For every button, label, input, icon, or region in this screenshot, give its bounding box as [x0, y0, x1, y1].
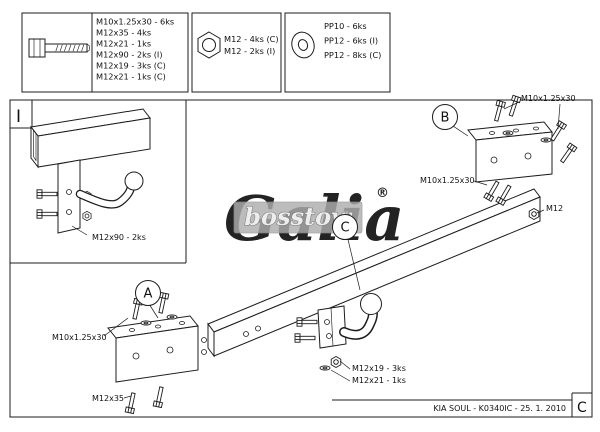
hardware-legend: M10x1.25x30 - 6ks M12x35 - 4ks M12x21 - …	[21, 12, 391, 93]
legend-bolts-box: M10x1.25x30 - 6ks M12x35 - 4ks M12x21 - …	[21, 12, 189, 93]
part-label-inset-bolts: M12x90 - 2ks	[92, 233, 146, 242]
part-label-bracket-a-bottom-bolts: M12x35	[92, 394, 124, 403]
bolt-icon	[491, 99, 506, 123]
part-label-bracket-b-side-bolts: M10x1.25x30	[420, 176, 475, 185]
callout-b: B	[432, 104, 469, 137]
callout-c: C	[332, 214, 361, 291]
leader-line	[473, 180, 488, 186]
part-label-bracket-b-top-bolts: M10x1.25x30	[521, 94, 576, 103]
leader-line	[536, 209, 545, 214]
leader-line	[503, 101, 520, 110]
bolt-icon	[294, 333, 316, 343]
title-block-text: KIA SOUL - K0340IC - 25. 1. 2010	[433, 404, 566, 413]
legend-bolt-line: M12x35 - 4ks	[96, 28, 151, 38]
callout-a-letter: A	[144, 287, 153, 302]
washer-icon	[502, 130, 514, 136]
sheet-border	[9, 99, 593, 418]
bolt-icon	[124, 391, 139, 415]
bolt-icon	[506, 94, 522, 118]
crossbar	[207, 188, 541, 358]
nut-icon	[197, 31, 221, 59]
legend-washer-line: PP12 - 8ks (C)	[324, 50, 381, 60]
washer-icon	[140, 320, 152, 326]
inset-bracket	[57, 159, 81, 234]
brand-overlay-band	[233, 201, 363, 234]
towball-icon	[360, 293, 382, 315]
bolt-icon	[152, 385, 167, 409]
legend-nuts-box: M12 - 4ks (C) M12 - 2ks (I)	[191, 12, 282, 93]
towball-icon	[124, 171, 144, 191]
legend-bolt-line: M10x1.25x30 - 6ks	[96, 17, 174, 27]
bolt-icon	[36, 209, 58, 219]
leader-line	[103, 317, 129, 337]
leader-line	[452, 125, 469, 137]
sheet-frame	[9, 99, 593, 418]
ball-bracket	[317, 305, 347, 349]
leader-line	[347, 239, 361, 291]
washer-icon	[166, 314, 178, 320]
nut-icon	[82, 210, 92, 222]
inset-detail	[30, 108, 151, 234]
part-label-ball-bolts-short: M12x21 - 1ks	[352, 376, 406, 385]
inset-crossbar	[30, 108, 151, 169]
bolt-icon	[36, 189, 58, 199]
towball	[339, 293, 382, 340]
washer-icon	[540, 137, 552, 143]
legend-bolt-line: M12x21 - 1ks	[96, 39, 151, 49]
leader-line	[330, 369, 351, 382]
section-marker-i: I	[16, 107, 21, 127]
callout-c-letter: C	[340, 221, 349, 236]
inset-towball	[75, 171, 144, 209]
leader-line	[149, 305, 159, 319]
bolt-icon	[28, 38, 90, 58]
legend-bolt-line: M12x90 - 2ks (I)	[96, 50, 163, 60]
leader-line	[71, 225, 88, 236]
section-marker-c: C	[577, 400, 587, 416]
callout-b-letter: B	[441, 111, 450, 126]
bolt-icon	[296, 317, 318, 327]
part-label-bracket-a-top-bolts: M10x1.25x30	[52, 333, 107, 342]
annotations: A B C M12x90 - 2ks M10x1.25x30 M10x1.25x…	[52, 94, 576, 403]
leader-line	[557, 103, 561, 130]
washer-icon	[291, 31, 315, 59]
legend-washer-line: PP10 - 6ks	[324, 21, 367, 31]
legend-bolt-line: M12x21 - 1ks (C)	[96, 72, 166, 82]
part-label-ball-bolts-long: M12x19 - 3ks	[352, 364, 406, 373]
main-assembly	[107, 94, 578, 415]
leader-line	[339, 360, 351, 370]
legend-washer-line: PP12 - 6ks (I)	[324, 36, 378, 46]
nut-icon	[330, 356, 342, 368]
leader-line	[123, 395, 132, 399]
part-label-bracket-b-nut: M12	[546, 204, 563, 213]
registered-mark: ®	[376, 186, 389, 201]
callout-a: A	[135, 280, 161, 319]
bracket-a	[107, 315, 207, 383]
legend-nut-line: M12 - 2ks (I)	[224, 46, 275, 56]
watermark: Galia ® bosstow	[223, 181, 405, 256]
bolt-icon	[558, 142, 578, 165]
legend-nut-line: M12 - 4ks (C)	[224, 34, 279, 44]
legend-bolt-line: M12x19 - 3ks (C)	[96, 61, 166, 71]
legend-washers-box: PP10 - 6ks PP12 - 6ks (I) PP12 - 8ks (C)	[284, 12, 391, 93]
nut-icon	[528, 208, 540, 220]
washer-icon	[319, 365, 331, 371]
